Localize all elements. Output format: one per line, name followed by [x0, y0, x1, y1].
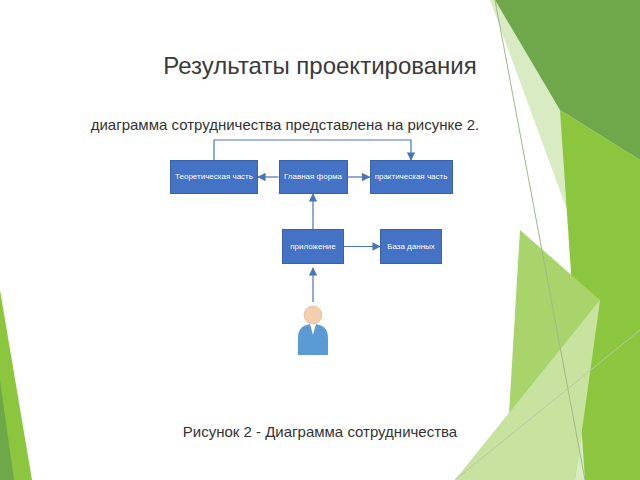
green-band	[0, 290, 32, 480]
slide-title: Результаты проектирования	[0, 52, 640, 80]
box-label: База данных	[387, 242, 435, 251]
box-label: приложение	[290, 242, 336, 251]
figure-caption: Рисунок 2 - Диаграмма сотрудничества	[0, 423, 640, 440]
connector-arrow	[344, 246, 380, 247]
connector-arrow	[258, 176, 279, 177]
connector-arrow	[214, 140, 411, 160]
user-arrow	[312, 268, 313, 302]
green-band	[0, 380, 14, 480]
process-box: Главная форма	[279, 160, 348, 194]
subtitle-text: диаграмма сотрудничества представлена на…	[0, 116, 570, 133]
box-label: практическая часть	[375, 172, 448, 181]
box-label: Главная форма	[284, 172, 342, 181]
thin-line	[495, 0, 585, 480]
thin-line	[455, 330, 640, 480]
box-label: Теоретическая часть	[175, 172, 253, 181]
process-box: Теоретическая часть	[170, 160, 258, 194]
process-box: практическая часть	[370, 160, 453, 194]
process-box: База данных	[380, 229, 442, 264]
green-band	[455, 300, 600, 480]
green-band	[455, 0, 640, 480]
connector-arrow	[312, 194, 313, 229]
connector-arrow	[348, 176, 370, 177]
process-box: приложение	[282, 229, 344, 264]
user-icon	[298, 306, 328, 355]
